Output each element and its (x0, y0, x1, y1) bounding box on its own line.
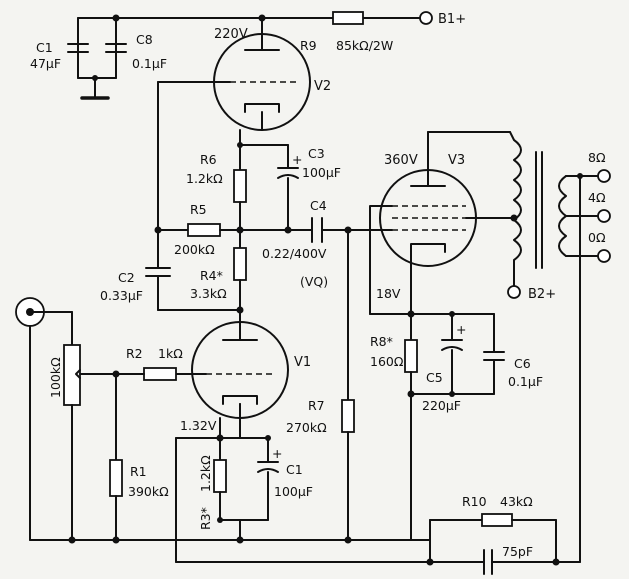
junction-dot (217, 517, 223, 523)
c8-name: C8 (136, 32, 153, 47)
junction-dot (112, 536, 120, 544)
junction-dot (92, 75, 98, 81)
c4-type: (VQ) (300, 274, 328, 289)
svg-text:+: + (272, 446, 282, 461)
r8-value: 160Ω (370, 354, 404, 369)
junction-dot (510, 214, 518, 222)
speaker-4-ohm-terminal[interactable] (597, 209, 611, 223)
r2-name: R2 (126, 346, 143, 361)
output-transformer (509, 131, 567, 291)
v1-name: V1 (294, 355, 311, 370)
r1-value: 390kΩ (128, 484, 169, 499)
r3-resistor (213, 459, 227, 493)
c2-value: 0.33µF (100, 288, 143, 303)
speaker-0-ohm-terminal[interactable] (597, 249, 611, 263)
r7-resistor (341, 399, 355, 433)
c2-name: C2 (118, 270, 135, 285)
b2-terminal[interactable] (507, 285, 521, 299)
junction-dot (426, 558, 434, 566)
c4-value: 0.22/400V (262, 246, 327, 261)
r10-name: R10 (462, 494, 487, 509)
out-4-label: 4Ω (588, 190, 606, 205)
r2-resistor (143, 367, 177, 381)
r7-value: 270kΩ (286, 420, 327, 435)
r7-name: R7 (308, 398, 325, 413)
v2-voltage-label: 220V (214, 27, 248, 42)
v2-name: V2 (314, 79, 331, 94)
c1-top-capacitor (67, 43, 89, 53)
r9-resistor (332, 11, 364, 25)
c3-name: C3 (308, 146, 325, 161)
v3-name: V3 (448, 153, 465, 168)
c1-bottom-value: 100µF (274, 484, 313, 499)
r9-name: R9 (300, 38, 317, 53)
c5-name: C5 (426, 370, 443, 385)
c1-top-name: C1 (36, 40, 53, 55)
c1-top-value: 47µF (30, 56, 61, 71)
out-0-label: 0Ω (588, 230, 606, 245)
c7-value: 75pF (502, 544, 533, 559)
r8-resistor (404, 339, 418, 373)
junction-dot (449, 391, 455, 397)
out-8-label: 8Ω (588, 150, 606, 165)
svg-text:+: + (456, 322, 466, 337)
r3-value: 1.2kΩ (198, 455, 213, 492)
r1-name: R1 (130, 464, 147, 479)
r5-resistor (187, 223, 221, 237)
r4-resistor (233, 247, 247, 281)
r4-value: 3.3kΩ (190, 286, 227, 301)
c6-name: C6 (514, 356, 531, 371)
v3-cathode-voltage: 18V (376, 286, 401, 301)
r2-value: 1kΩ (158, 346, 183, 361)
r10-value: 43kΩ (500, 494, 533, 509)
svg-text:+: + (292, 152, 302, 167)
r6-name: R6 (200, 152, 217, 167)
r6-resistor (233, 169, 247, 203)
c8-capacitor (105, 43, 127, 53)
r1-resistor (109, 459, 123, 497)
junction-dot (236, 536, 244, 544)
junction-dot (112, 14, 120, 22)
r6-value: 1.2kΩ (186, 171, 223, 186)
c8-value: 0.1µF (132, 56, 167, 71)
b2-label: B2+ (528, 287, 556, 302)
r9-value: 85kΩ/2W (336, 38, 393, 53)
junction-dot (236, 306, 244, 314)
r5-name: R5 (190, 202, 207, 217)
junction-dot (552, 558, 560, 566)
junction-dot (258, 14, 266, 22)
junction-dot (236, 226, 244, 234)
r3-name: R3* (198, 507, 213, 530)
v3-voltage-label: 360V (384, 153, 418, 168)
r8-name: R8* (370, 334, 393, 349)
c4-name: C4 (310, 198, 327, 213)
c6-value: 0.1µF (508, 374, 543, 389)
r10-resistor (481, 513, 513, 527)
junction-dot (68, 536, 76, 544)
c5-value: 220µF (422, 398, 461, 413)
junction-dot (237, 142, 243, 148)
b1-label: B1+ (438, 12, 466, 27)
r5-value: 200kΩ (174, 242, 215, 257)
speaker-8-ohm-terminal[interactable] (597, 169, 611, 183)
c1-bottom-name: C1 (286, 462, 303, 477)
pot-value: 100kΩ (48, 357, 63, 398)
b1-terminal[interactable] (419, 11, 433, 25)
v1-cathode-voltage: 1.32V (180, 418, 217, 433)
r4-name: R4* (200, 268, 223, 283)
junction-dot (284, 226, 292, 234)
top-supply-wiring (77, 17, 421, 99)
c3-value: 100µF (302, 165, 341, 180)
